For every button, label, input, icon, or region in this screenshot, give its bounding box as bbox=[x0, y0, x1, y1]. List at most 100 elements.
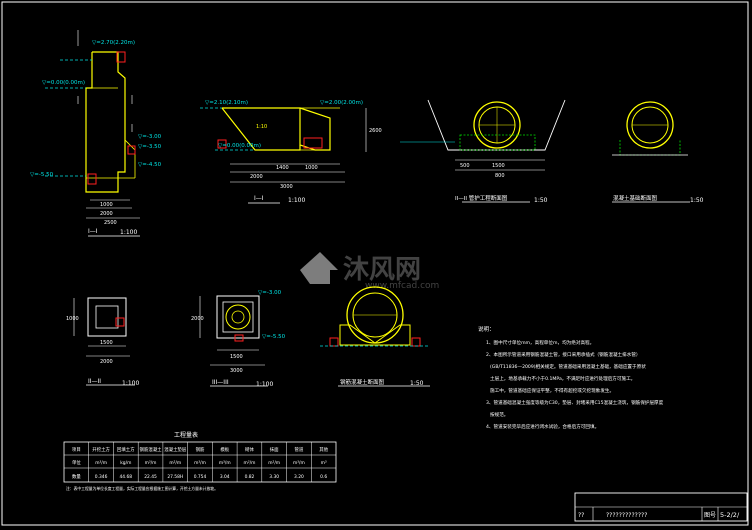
dim-s1-800: 800 bbox=[495, 173, 505, 179]
elev-mid-right: ▽=2.00(2.00m) bbox=[320, 100, 363, 106]
title-block bbox=[574, 492, 748, 522]
elev-left-water: ▽=0.00(0.00m) bbox=[42, 80, 85, 86]
table-cell-values: 3.30 bbox=[269, 474, 279, 480]
table-cell-units: m²/m bbox=[169, 460, 181, 466]
dim-p1-1500: 1500 bbox=[100, 340, 113, 346]
table-cell-header: 回填土方 bbox=[117, 446, 135, 453]
note-line-0: 1、图中尺寸单位mm，高程单位m，均为绝对高程。 bbox=[486, 339, 594, 346]
note-line-6: 按规范。 bbox=[490, 411, 508, 418]
plan-2 bbox=[199, 295, 268, 387]
elev-l450: ▽=-4.50 bbox=[138, 162, 162, 168]
elev-mid-a: ▽=2.10(2.10m) bbox=[205, 100, 248, 106]
dim-p1-2000: 2000 bbox=[100, 359, 113, 365]
table-cell-units: m³/m bbox=[219, 460, 231, 466]
watermark-brand: 沐风网 bbox=[343, 255, 421, 285]
dim-mid-3000: 3000 bbox=[280, 184, 293, 190]
dim-mid-2600: 2600 bbox=[369, 128, 382, 134]
notes-heading: 说明： bbox=[478, 325, 495, 333]
table-cell-values: 44.68 bbox=[120, 474, 133, 480]
note-line-7: 4、管道安装完毕后应进行闭水试验，合格后方可回填。 bbox=[486, 423, 599, 430]
table-cell-header: 模板 bbox=[220, 446, 229, 453]
dim-mid-1000: 1000 bbox=[305, 165, 318, 171]
table-cell-units: m²/m bbox=[244, 460, 256, 466]
table-cell-units: kg/m bbox=[120, 460, 131, 466]
dim-p2-2000: 2000 bbox=[191, 316, 204, 322]
pipe-section-1 bbox=[400, 99, 566, 203]
table-cell-values: 3.04 bbox=[220, 474, 230, 480]
note-line-4: 施工中，管道基础应保证平整，不得有超挖或欠挖现象发生。 bbox=[490, 387, 614, 394]
note-line-1: 2、本图所示管道采用钢筋混凝土管，接口采用承插式（钢筋混凝土排水管） bbox=[486, 351, 641, 358]
note-line-5: 3、管道基础混凝土强度等级为C30，垫层、封堵采用C15混凝土浇筑，钢筋保护层厚… bbox=[486, 399, 664, 406]
table-cell-units: m³/m bbox=[293, 460, 305, 466]
section-left bbox=[45, 30, 140, 237]
elev-mid-b: ▽=0.00(0.00m) bbox=[218, 143, 261, 149]
watermark: 沐风网 www.mfcad.com bbox=[300, 252, 439, 291]
dim-mid-1400: 1400 bbox=[276, 165, 289, 171]
elev-plan-top: ▽=-3.00 bbox=[258, 290, 282, 296]
table-cell-values: 0.82 bbox=[245, 474, 255, 480]
title-block-left: ?? bbox=[578, 512, 584, 519]
pipe-section-2 bbox=[612, 101, 690, 203]
dim-left-1000: 1000 bbox=[100, 202, 113, 208]
title-sec-left: I—I bbox=[88, 228, 98, 235]
scale-plan1: 1:100 bbox=[122, 380, 139, 387]
table-cell-units: m²/m bbox=[268, 460, 280, 466]
elev-l300: ▽=-3.00 bbox=[138, 134, 162, 140]
table-cell-header: 砌体 bbox=[245, 446, 254, 453]
note-line-2: (GB/T11836—2009)相关规定。管道基础采用混凝土基础，基础应置于原状 bbox=[490, 363, 646, 370]
mfcad-logo-icon bbox=[300, 252, 338, 284]
table-cell-header: 钢筋混凝土 bbox=[140, 446, 163, 453]
watermark-url: www.mfcad.com bbox=[365, 281, 439, 291]
quantity-table-footnote: 注：表中工程量为单位长度工程量，实际工程量应根据施工图计算，开挖土方量未计放坡。 bbox=[66, 486, 218, 491]
elev-plan-bot: ▽=-5.50 bbox=[262, 334, 286, 340]
pipe-section-3 bbox=[320, 286, 430, 387]
dim-p1-1000: 1000 bbox=[66, 316, 79, 322]
title-pipe2: 混凝土基础断面图 bbox=[613, 194, 658, 202]
table-cell-header: 管道 bbox=[295, 446, 304, 453]
table-cell-header: 抹面 bbox=[270, 446, 279, 453]
dim-s1-1500: 1500 bbox=[492, 163, 505, 169]
title-pipe1: II—II 管护工程断面图 bbox=[455, 194, 508, 202]
title-plan2: III—III bbox=[212, 379, 229, 386]
note-line-3: 土层上，地基承载力不小于0.1MPa，不满足时应进行处理后方可施工。 bbox=[490, 375, 635, 382]
table-cell-units: m³/m bbox=[95, 460, 107, 466]
dim-mid-2000: 2000 bbox=[250, 174, 263, 180]
table-cell-values: 0.6 bbox=[320, 474, 327, 480]
plan-1 bbox=[73, 297, 135, 386]
scale-pipe2: 1:50 bbox=[690, 197, 704, 204]
dim-left-2000: 2000 bbox=[100, 211, 113, 217]
table-cell-header: 开挖土方 bbox=[92, 446, 110, 453]
elev-l550: ▽=-5.50 bbox=[30, 172, 54, 178]
table-cell-units: 单位 bbox=[72, 459, 81, 466]
title-block-name: ????????????? bbox=[606, 512, 647, 519]
table-cell-values: 数量 bbox=[72, 473, 81, 480]
table-cell-values: 3.20 bbox=[294, 474, 304, 480]
table-cell-header: 混凝土垫层 bbox=[164, 446, 187, 453]
title-sec-mid: I—I bbox=[254, 195, 264, 202]
scale-pipe3: 1:50 bbox=[410, 380, 424, 387]
mid-slope-ratio: 1:10 bbox=[256, 124, 267, 130]
elev-top-left: ▽=2.70(2.20m) bbox=[92, 40, 135, 46]
scale-pipe1: 1:50 bbox=[534, 197, 548, 204]
table-cell-units: m³/m bbox=[145, 460, 157, 466]
dim-p2-3000: 3000 bbox=[230, 368, 243, 374]
table-cell-header: 其他 bbox=[319, 446, 328, 453]
table-cell-values: 0.346 bbox=[95, 474, 108, 480]
quantity-table: 工程量表 项目 开挖土方回填土方钢筋混凝土混凝土垫层 钢筋 模板 砌体 抹面 管道 其他单位 m… bbox=[63, 431, 337, 483]
table-cell-values: 0.754 bbox=[194, 474, 207, 480]
table-cell-units: m³/m bbox=[194, 460, 206, 466]
quantity-table-title: 工程量表 bbox=[174, 431, 198, 439]
scale-sec-left: 1:100 bbox=[120, 229, 137, 236]
table-cell-header: 项目 bbox=[72, 447, 81, 453]
section-mid bbox=[200, 107, 367, 204]
title-pipe3: 钢筋混凝土断面图 bbox=[340, 378, 385, 386]
scale-plan2: 1:100 bbox=[256, 381, 273, 388]
dim-left-2500: 2500 bbox=[104, 220, 117, 226]
table-cell-values: 22.45 bbox=[144, 474, 157, 480]
title-block-number: 5-2/2/ bbox=[720, 511, 740, 519]
table-cell-header: 钢筋 bbox=[196, 446, 205, 453]
table-cell-values: 27.58H bbox=[167, 474, 183, 480]
